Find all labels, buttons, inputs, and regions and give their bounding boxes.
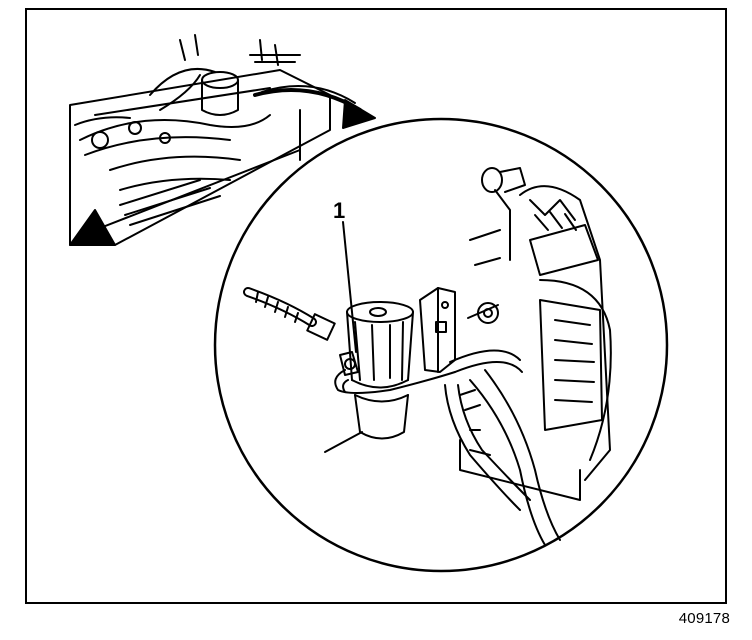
callout-label: 1: [333, 198, 345, 223]
figure-id: 409178: [678, 610, 730, 627]
detail-view: [213, 117, 669, 573]
overview-engine-bay: [69, 34, 331, 246]
zoom-direction-arrow: [253, 85, 376, 129]
